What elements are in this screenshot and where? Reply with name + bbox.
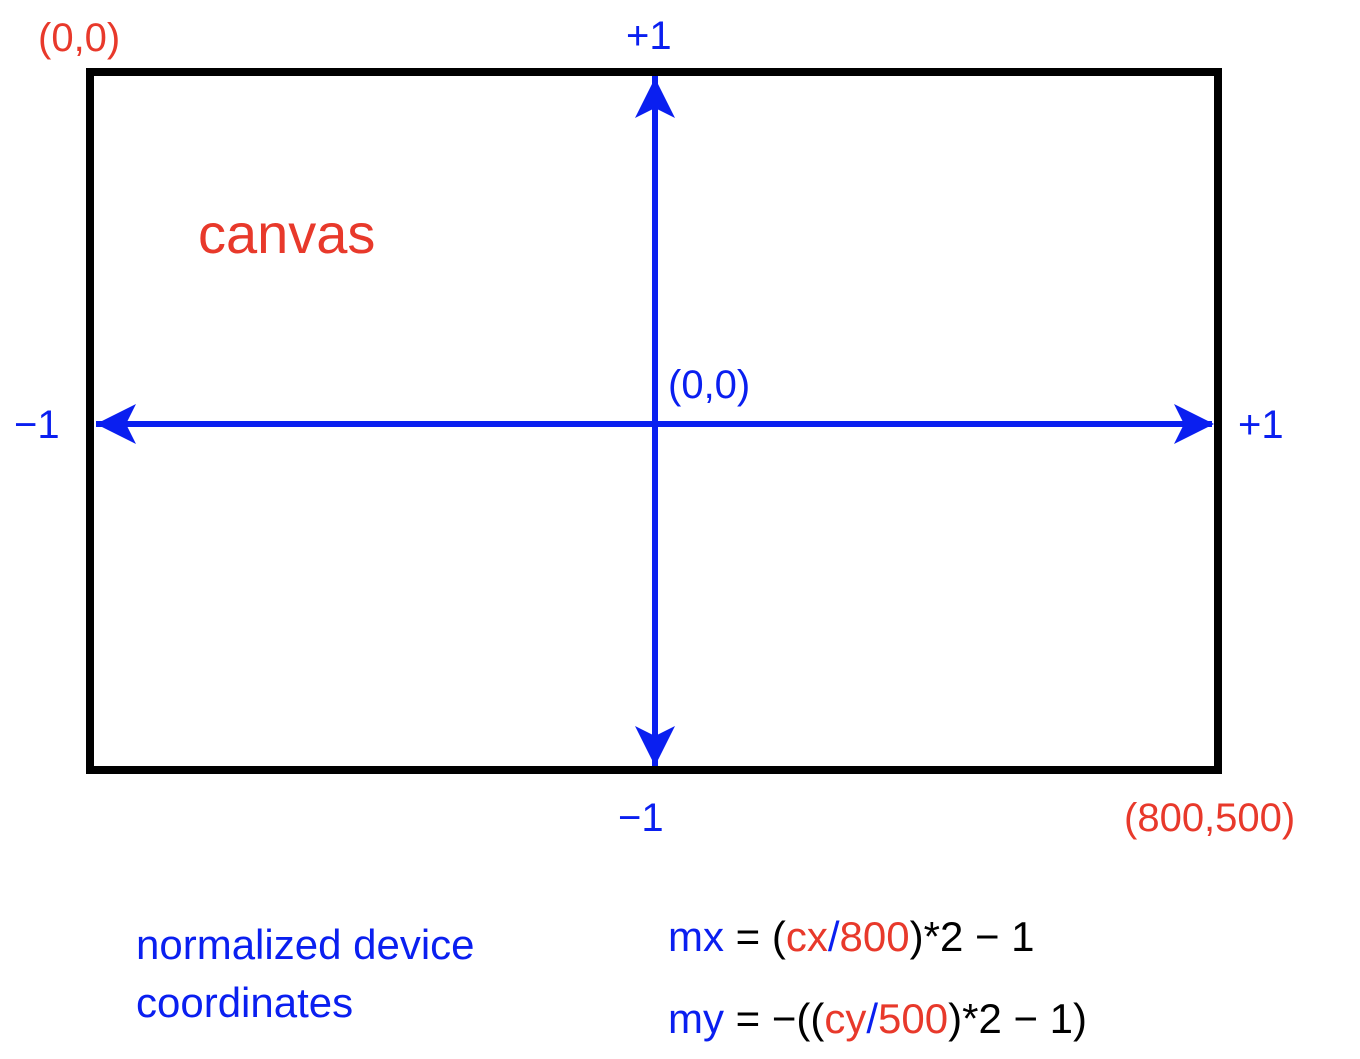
formula-my-part: / [866, 995, 879, 1042]
formula-mx-part: )*2 − 1 [909, 913, 1035, 960]
arrow-left-icon [96, 404, 136, 444]
ndc-origin-label: (0,0) [668, 363, 751, 407]
canvas-origin-label: (0,0) [38, 16, 121, 60]
canvas-frame [86, 68, 1222, 774]
formula-mx-part: 800 [839, 913, 910, 960]
formula-mx-part: / [827, 913, 840, 960]
formula-mx: mx = (cx/800)*2 − 1 [668, 916, 1035, 958]
formula-my-part: = −(( [724, 995, 825, 1042]
ndc-caption: normalized device coordinates [136, 921, 475, 1026]
formula-my-part: )*2 − 1) [948, 995, 1088, 1042]
ndc-right-label: +1 [1238, 403, 1284, 447]
formula-mx-part: cx [785, 913, 828, 960]
arrow-up-icon [635, 78, 675, 118]
formula-mx-part: = ( [724, 913, 786, 960]
formula-mx-part: mx [668, 913, 724, 960]
formula-my-part: cy [824, 995, 867, 1042]
ndc-bottom-label: −1 [618, 796, 664, 840]
canvas-corner-label: (800,500) [1124, 796, 1296, 840]
ndc-left-label: −1 [14, 403, 60, 447]
arrow-right-icon [1174, 404, 1214, 444]
formula-my: my = −((cy/500)*2 − 1) [668, 998, 1087, 1040]
formula-my-part: 500 [878, 995, 949, 1042]
canvas-title: canvas [198, 202, 376, 265]
formula-my-part: my [668, 995, 724, 1042]
arrow-down-icon [635, 726, 675, 766]
ndc-top-label: +1 [626, 14, 672, 58]
